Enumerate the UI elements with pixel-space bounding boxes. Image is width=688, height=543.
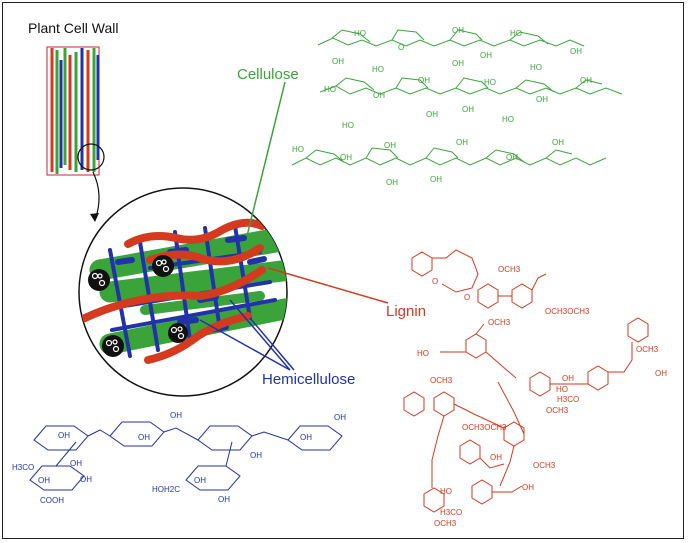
cellulose-structure <box>291 29 623 166</box>
svg-text:OH: OH <box>536 95 548 104</box>
svg-text:OCH3: OCH3 <box>488 318 511 327</box>
svg-text:OH: OH <box>384 141 396 150</box>
svg-text:OCH3OCH3: OCH3OCH3 <box>545 307 590 316</box>
svg-text:OCH3: OCH3 <box>498 265 521 274</box>
svg-text:OH: OH <box>570 47 582 56</box>
leader-lines <box>199 81 389 371</box>
svg-text:OH: OH <box>522 483 534 492</box>
svg-text:OH: OH <box>562 374 574 383</box>
svg-text:HO: HO <box>354 29 366 38</box>
svg-text:OCH3OCH3: OCH3OCH3 <box>462 423 507 432</box>
svg-text:O: O <box>432 277 438 286</box>
svg-text:OH: OH <box>250 451 262 460</box>
svg-text:OH: OH <box>38 476 50 485</box>
lignin-label: Lignin <box>386 303 427 320</box>
microfibril-zoom <box>78 187 288 397</box>
svg-text:OH: OH <box>490 453 502 462</box>
svg-text:COOH: COOH <box>40 496 64 505</box>
svg-text:OH: OH <box>456 138 468 147</box>
svg-text:HO: HO <box>440 487 452 496</box>
svg-text:OH: OH <box>70 459 82 468</box>
svg-text:HO: HO <box>530 63 542 72</box>
svg-text:HO: HO <box>372 65 384 74</box>
svg-text:OH: OH <box>332 57 344 66</box>
svg-text:OH: OH <box>462 105 474 114</box>
svg-text:OH: OH <box>194 476 206 485</box>
svg-text:HO: HO <box>484 78 496 87</box>
svg-text:OH: OH <box>480 51 492 60</box>
svg-text:HO: HO <box>510 29 522 38</box>
lignin-atoms: O O OCH3 OCH3OCH3 OCH3 HO OCH3 OCH3 OH H… <box>417 265 667 528</box>
figure-title: Plant Cell Wall <box>28 20 119 36</box>
svg-text:OH: OH <box>373 91 385 100</box>
svg-text:H3CO: H3CO <box>440 508 462 517</box>
svg-text:OH: OH <box>452 59 464 68</box>
svg-text:OH: OH <box>170 411 182 420</box>
svg-text:O: O <box>464 293 470 302</box>
svg-text:OH: OH <box>655 369 667 378</box>
cellulose-label: Cellulose <box>237 66 299 83</box>
svg-text:OH: OH <box>80 475 92 484</box>
cellulose-atoms: HO OH O OH HO OH OH HO HO OH HO OH OH HO… <box>292 26 592 187</box>
svg-text:OH: OH <box>340 153 352 162</box>
svg-text:OH: OH <box>334 413 346 422</box>
svg-text:OCH3: OCH3 <box>430 376 453 385</box>
lignin-structure <box>403 249 649 513</box>
svg-text:OH: OH <box>452 26 464 35</box>
svg-text:O: O <box>398 43 404 52</box>
hemicellulose-structure <box>29 421 343 491</box>
hemicellulose-atoms: OH OH OH OH OH OH OH H3CO OH OH HOH2C OH… <box>12 411 346 505</box>
svg-text:OCH3: OCH3 <box>434 519 457 528</box>
svg-text:H3CO: H3CO <box>12 463 34 472</box>
svg-text:HO: HO <box>324 85 336 94</box>
svg-text:HO: HO <box>556 385 568 394</box>
svg-text:HO: HO <box>502 115 514 124</box>
svg-text:OH: OH <box>138 433 150 442</box>
svg-text:OH: OH <box>58 431 70 440</box>
svg-text:OH: OH <box>430 175 442 184</box>
svg-text:OCH3: OCH3 <box>533 461 556 470</box>
zoom-circle-small <box>77 143 105 171</box>
svg-text:OCH3: OCH3 <box>546 406 569 415</box>
svg-text:HO: HO <box>417 349 429 358</box>
svg-text:OH: OH <box>300 433 312 442</box>
svg-text:OH: OH <box>386 178 398 187</box>
svg-text:OH: OH <box>426 110 438 119</box>
svg-text:HO: HO <box>292 145 304 154</box>
hemicellulose-label: Hemicellulose <box>262 371 356 388</box>
svg-text:OCH3: OCH3 <box>636 345 659 354</box>
svg-text:OH: OH <box>580 76 592 85</box>
svg-text:OH: OH <box>418 76 430 85</box>
svg-text:H3CO: H3CO <box>557 395 579 404</box>
svg-text:OH: OH <box>552 138 564 147</box>
svg-text:HOH2C: HOH2C <box>152 485 180 494</box>
svg-text:OH: OH <box>218 495 230 504</box>
svg-text:OH: OH <box>506 153 518 162</box>
svg-text:HO: HO <box>342 121 354 130</box>
cell-wall-strip <box>46 46 105 222</box>
